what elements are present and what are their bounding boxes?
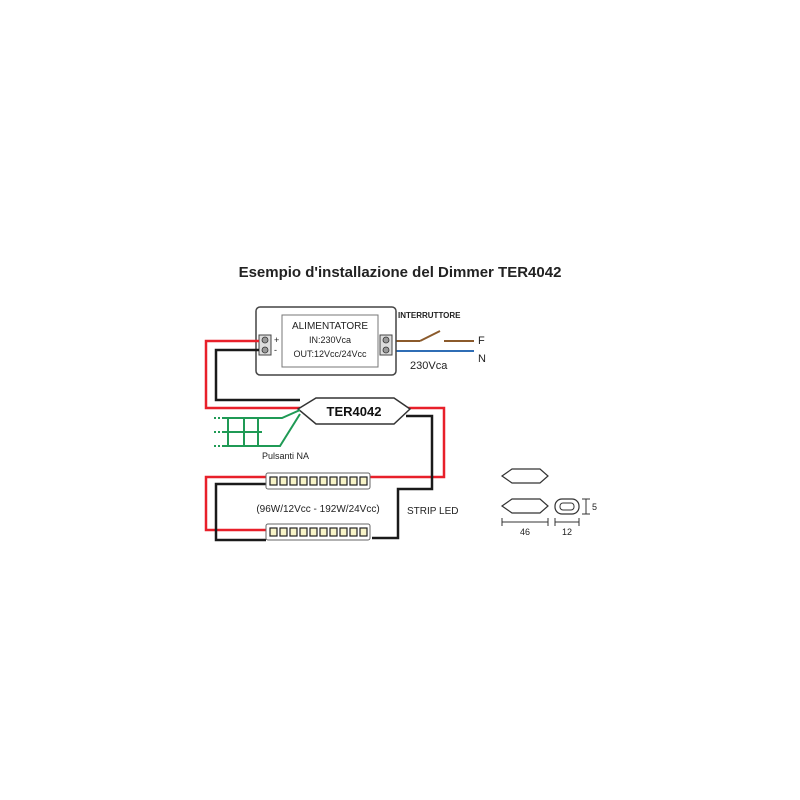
strip-wiring: [204, 406, 446, 542]
led-chip: [289, 527, 298, 537]
psu-positive-wire: [204, 339, 300, 410]
dimmer-negative-wire: [372, 414, 434, 540]
button-wire-2: [262, 413, 301, 447]
switch-lever: [419, 330, 441, 342]
dimmer-side-view: [500, 498, 549, 514]
led-chip: [269, 527, 278, 537]
psu-negative-wire: [214, 348, 300, 402]
power-supply-input: IN:230Vca: [309, 335, 351, 345]
strip-power-label: (96W/12Vcc - 192W/24Vcc): [256, 504, 379, 515]
length-value: 46: [520, 527, 530, 537]
power-supply: ALIMENTATORE IN:230Vca OUT:12Vcc/24Vcc +…: [255, 306, 397, 376]
led-chip: [359, 527, 368, 537]
led-chip: [279, 476, 288, 486]
phase-label: F: [478, 335, 485, 347]
dimmer-module: TER4042: [296, 397, 412, 425]
mains-voltage-label: 230Vca: [410, 360, 448, 372]
led-chip: [299, 476, 308, 486]
led-chip: [289, 476, 298, 486]
height-value: 5: [592, 502, 597, 512]
button-1: [214, 417, 262, 447]
led-chip: [329, 527, 338, 537]
buttons-label: Pulsanti NA: [262, 451, 309, 461]
led-chip: [339, 527, 348, 537]
dimension-sketch: 46 12 5: [500, 468, 597, 537]
power-supply-name: ALIMENTATORE: [292, 321, 368, 332]
dimmer-body: [296, 397, 412, 425]
led-chip: [319, 527, 328, 537]
led-strip-top: [265, 472, 371, 490]
dc-screw-plus: [261, 336, 269, 344]
led-chip: [299, 527, 308, 537]
push-buttons: Pulsanti NA: [214, 409, 309, 461]
led-chip: [359, 476, 368, 486]
dimmer-top-view: [500, 468, 549, 484]
neutral-label: N: [478, 353, 486, 365]
button-wire-1: [262, 409, 301, 419]
dimmer-positive-wire: [370, 406, 446, 479]
led-chip: [279, 527, 288, 537]
dimmer-label: TER4042: [327, 404, 382, 419]
ac-screw-2: [382, 346, 390, 354]
width-dimension: 12: [554, 518, 580, 537]
dc-wiring: [204, 339, 300, 410]
length-dimension: 46: [501, 518, 549, 537]
strip-link-negative: [214, 482, 266, 542]
power-supply-output: OUT:12Vcc/24Vcc: [293, 349, 367, 359]
power-supply-label-frame: [281, 314, 379, 368]
diagram-title: Esempio d'installazione del Dimmer TER40…: [239, 264, 562, 281]
led-chip: [269, 476, 278, 486]
strip-link-positive: [204, 475, 266, 532]
switch-label: INTERRUTTORE: [398, 311, 461, 320]
plus-sign: +: [274, 335, 279, 345]
width-value: 12: [562, 527, 572, 537]
dc-screw-minus: [261, 346, 269, 354]
led-chip: [319, 476, 328, 486]
led-chip: [339, 476, 348, 486]
mains-wiring: [384, 330, 474, 352]
dimmer-end-view: [554, 498, 580, 515]
minus-sign: -: [274, 345, 277, 355]
led-chip: [309, 527, 318, 537]
led-chip: [329, 476, 338, 486]
strip-label: STRIP LED: [407, 506, 459, 517]
led-strip-bottom: [265, 523, 371, 541]
height-dimension: 5: [582, 498, 597, 515]
led-chip: [309, 476, 318, 486]
led-chip: [349, 527, 358, 537]
ac-screw-1: [382, 336, 390, 344]
led-chip: [349, 476, 358, 486]
